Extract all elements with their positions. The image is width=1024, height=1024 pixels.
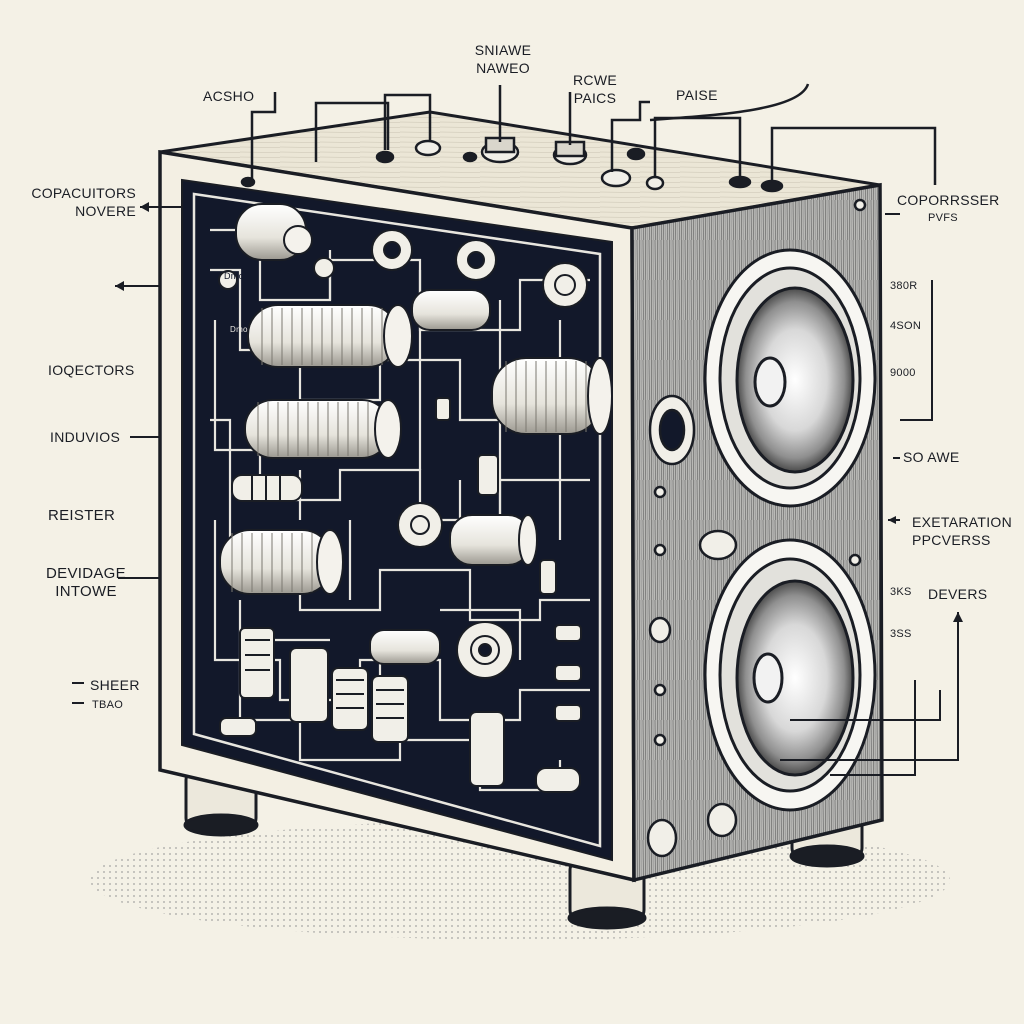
- label-capacitors-1: COPACUITORS: [31, 185, 136, 201]
- label-value-4: 3KS: [890, 586, 912, 598]
- top-wires: [250, 83, 937, 185]
- label-value-3: 9000: [890, 367, 916, 379]
- label-sheer: SHEER: [90, 677, 140, 693]
- label-top-center-1: SNIAWE: [474, 42, 532, 58]
- side-ports: [646, 198, 867, 858]
- inner-tag-2: Dmo: [224, 271, 244, 281]
- label-compressor-2: PVFS: [928, 212, 958, 224]
- label-capacitors-2: NOVERE: [75, 203, 136, 219]
- label-exetaration-2: PPCVERSS: [912, 532, 991, 548]
- label-exetaration-1: EXETARATION: [912, 514, 1013, 530]
- round-components: [218, 229, 588, 679]
- label-so-awe: SO AWE: [903, 449, 960, 465]
- label-compressor-1: COPORRSSER: [897, 192, 1000, 208]
- label-drivers: DEVERS: [928, 586, 988, 602]
- arrowheads: [115, 202, 963, 622]
- resistor-bands: [245, 476, 404, 719]
- coil-7: [411, 289, 491, 331]
- label-connectors: IOQECTORS: [48, 362, 135, 378]
- label-divider-2: INTOWE: [55, 583, 117, 600]
- coil-4: [491, 357, 613, 435]
- label-value-5: 3SS: [890, 628, 912, 640]
- label-top-center-2: NAWEO: [476, 60, 530, 76]
- woofer-top: [703, 248, 877, 508]
- label-top-mid-1: RCWE: [573, 72, 617, 88]
- coil-components: [219, 203, 613, 665]
- label-top-left: ACSHO: [203, 88, 255, 104]
- coil-3: [219, 529, 344, 595]
- inner-tag-1: Dmo: [230, 325, 248, 334]
- label-resistor: REISTER: [48, 507, 116, 524]
- coil-6: [449, 514, 538, 566]
- label-tbao: TBAO: [92, 699, 124, 711]
- label-inductors: INDUVIOS: [50, 429, 121, 445]
- label-value-1: 380R: [890, 280, 918, 292]
- coil-windings: [231, 308, 587, 592]
- panel-inner-border: [192, 192, 602, 848]
- label-value-2: 4SON: [890, 320, 922, 332]
- label-top-mid-2: PAICS: [573, 90, 617, 106]
- label-divider-1: DEVIDAGE: [46, 565, 126, 582]
- label-top-right: PAISE: [676, 87, 718, 103]
- woofer-bottom: [703, 538, 877, 812]
- coil-8: [369, 629, 441, 665]
- coil-5: [235, 203, 313, 261]
- coil-1: [247, 304, 413, 368]
